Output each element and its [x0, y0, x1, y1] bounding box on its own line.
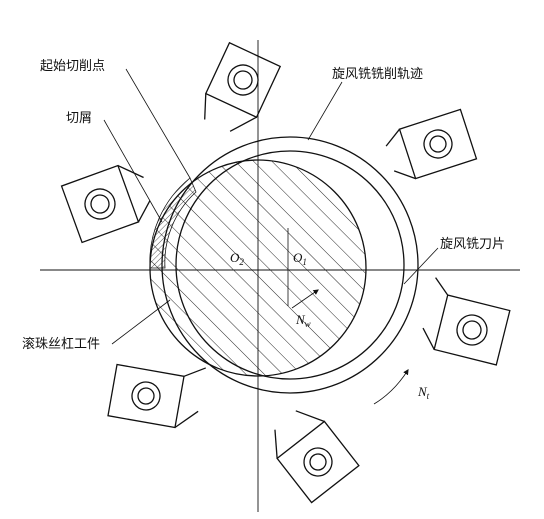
chips-region	[149, 177, 197, 269]
label-workpiece: 滚珠丝杠工件	[22, 336, 100, 352]
nw-rotation-arrow	[291, 289, 319, 309]
symbol-nw: Nw	[295, 312, 311, 329]
blade-upper-right	[385, 108, 478, 180]
symbol-nt: Nt	[417, 384, 430, 401]
leader-start-point	[125, 68, 191, 179]
label-trajectory: 旋风铣铣削轨迹	[332, 67, 423, 82]
label-chips: 切屑	[66, 111, 92, 126]
blade-top	[204, 41, 282, 132]
blade-right	[422, 277, 511, 366]
leader-trajectory	[307, 81, 343, 141]
leader-blade	[403, 247, 439, 285]
blade-left	[60, 164, 151, 244]
blade-lower-left	[107, 363, 207, 429]
label-blade: 旋风铣刀片	[440, 237, 505, 252]
label-start-point: 起始切削点	[40, 59, 105, 74]
leader-workpiece	[111, 299, 171, 345]
symbol-o1: O1	[293, 250, 307, 267]
nt-rotation-arrow	[373, 369, 409, 405]
symbol-o2: O2	[230, 250, 244, 267]
leader-chips	[103, 119, 163, 223]
blade-bottom	[274, 410, 360, 504]
